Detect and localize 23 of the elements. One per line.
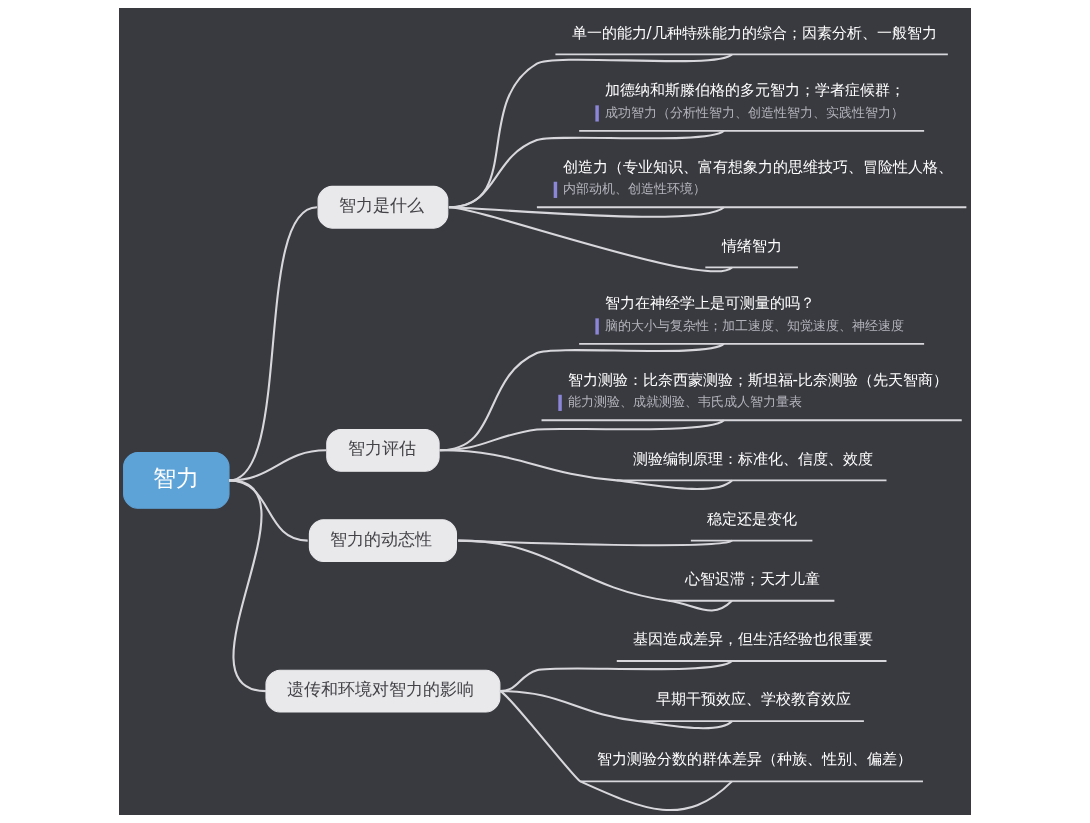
node-text: 测验编制原理：标准化、信度、效度 — [632, 449, 873, 468]
connector — [439, 449, 733, 490]
node-box: 智力的动态性 — [308, 519, 457, 563]
connector — [499, 690, 733, 730]
connector — [448, 206, 733, 272]
node-box: 遗传和环境对智力的影响 — [265, 669, 501, 713]
node-box: 智力是什么 — [317, 185, 449, 229]
node-text: 创造力（专业知识、富有想象力的思维技巧、冒险性人格、 内部动机、创造性环境） — [562, 157, 953, 197]
node-text: 单一的能力/几种特殊能力的综合；因素分析、一般智力 — [571, 23, 937, 42]
connector — [458, 539, 733, 612]
node-text: 加德纳和斯滕伯格的多元智力；学者症候群； 成功智力（分析性智力、创造性智力、实践性智力） — [604, 81, 905, 120]
node-text: 心智迟滞；天才儿童 — [685, 569, 821, 588]
node-text: 稳定还是变化 — [707, 509, 798, 528]
node-text: 基因造成差异，但生活经验也很重要 — [632, 630, 873, 649]
node-text: 智力在神经学上是可测量的吗？ 脑的大小与复杂性；加工速度、知觉速度、神经速度 — [604, 294, 904, 333]
node-text: 智力测验：比奈西蒙测验；斯坦福-比奈测验（先天智商） 能力测验、成就测验、韦氏成人智力量表 — [567, 370, 949, 410]
connector — [499, 690, 733, 811]
node-box: 智力 — [123, 452, 230, 509]
node-text: 智力测验分数的群体差异（种族、性别、偏差） — [596, 750, 912, 769]
node-text: 情绪智力 — [721, 236, 782, 255]
node-box: 智力评估 — [326, 428, 440, 472]
node-text: 早期干预效应、学校教育效应 — [655, 690, 851, 709]
connector — [228, 479, 267, 693]
